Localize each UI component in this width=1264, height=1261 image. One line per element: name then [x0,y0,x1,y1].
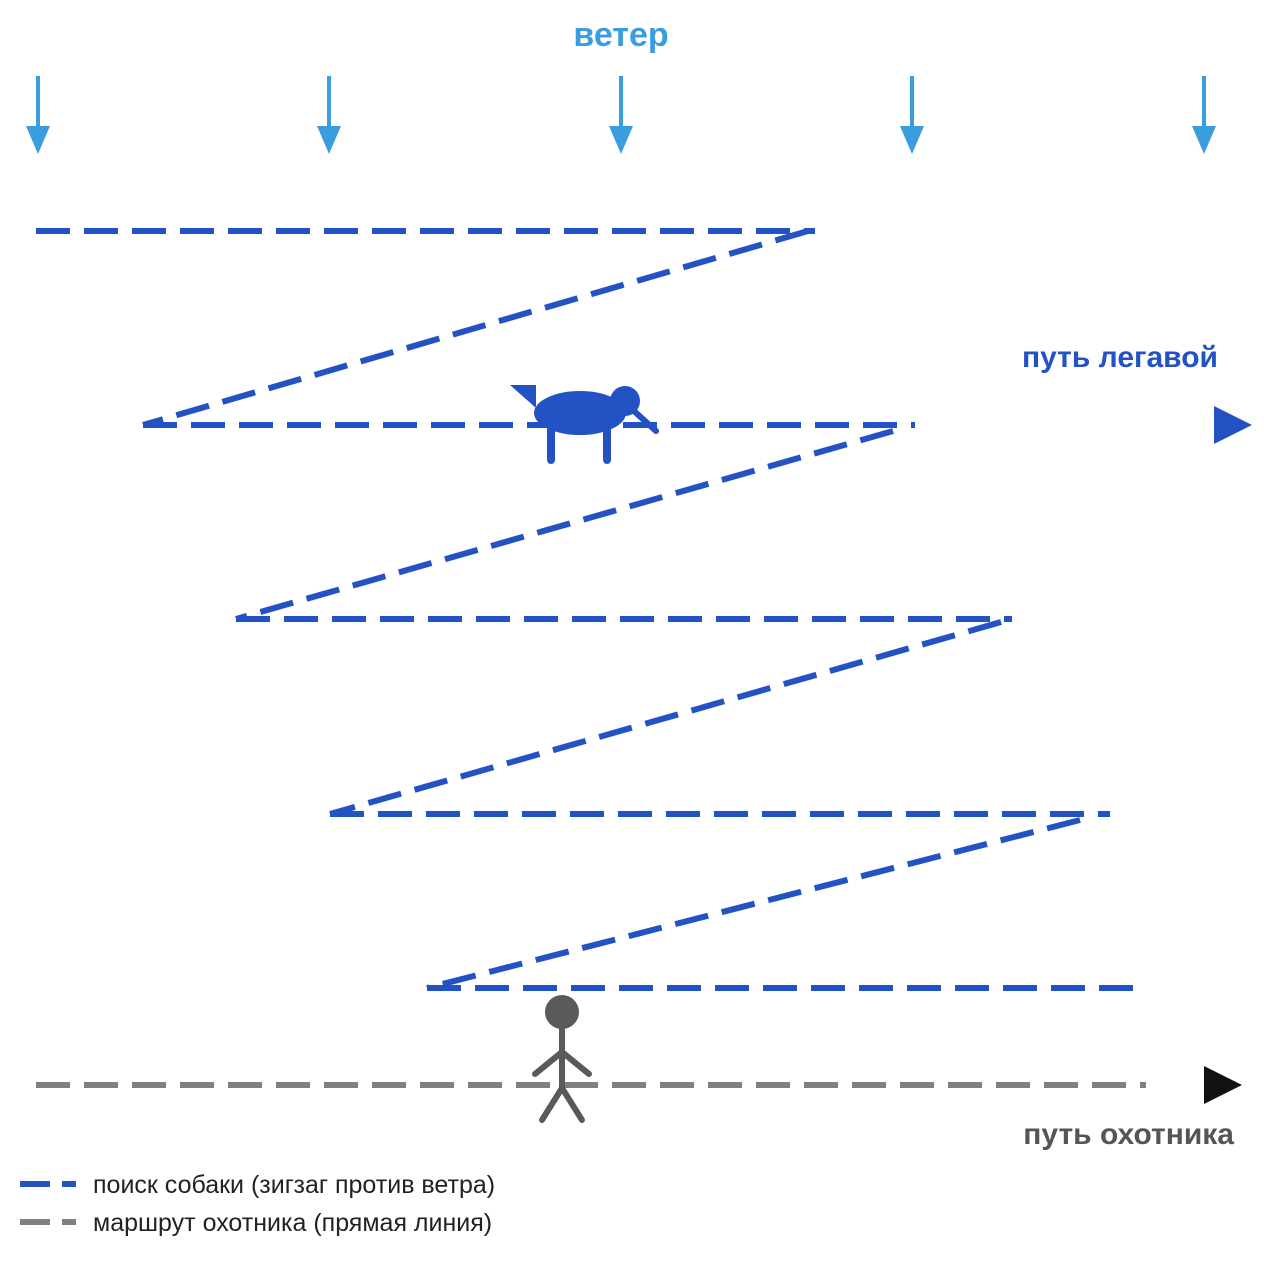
legend-item-hunter-route: маршрут охотника (прямая линия) [20,1209,492,1237]
wind-label: ветер [573,16,668,54]
legend-label-dog: поиск собаки (зигзаг против ветра) [93,1171,495,1199]
dog-path-segment [235,428,894,622]
wind-arrows [26,76,1216,154]
dog-path-segment [329,619,1002,817]
arrow-down-icon [609,76,633,154]
dog-path-label: путь легавой [1022,341,1218,374]
triangle-right-icon [1214,406,1252,444]
arrow-down-icon [900,76,924,154]
hunter-path-label: путь охотника [1023,1118,1234,1151]
arrow-down-icon [1192,76,1216,154]
dog-path-segment [142,228,809,428]
legend: поиск собаки (зигзаг против ветра) маршр… [20,1171,495,1237]
legend-item-dog-search: поиск собаки (зигзаг против ветра) [20,1171,495,1199]
dog-path-segment [426,817,1081,991]
arrow-down-icon [317,76,341,154]
stick-figure-icon [532,995,592,1123]
triangle-right-icon [1204,1066,1242,1104]
legend-label-hunter: маршрут охотника (прямая линия) [93,1209,492,1237]
dog-search-path [36,228,1146,991]
arrow-down-icon [26,76,50,154]
pointer-dog-icon [510,385,659,464]
